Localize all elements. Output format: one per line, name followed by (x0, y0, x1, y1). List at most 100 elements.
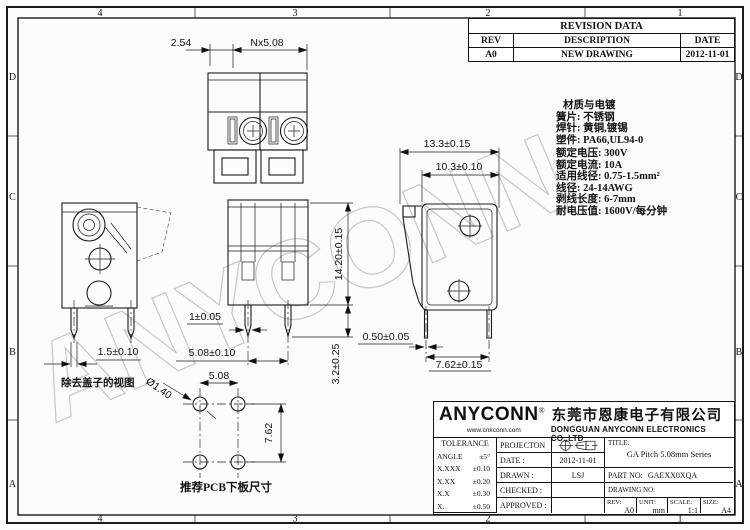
checked-value (552, 483, 605, 498)
zone-right-a: A (735, 479, 743, 490)
tolerance-xxxx-label: X.XXX (437, 464, 461, 474)
spec-line-wire-range: 适用线径: 0.75-1.5mm² (556, 171, 660, 182)
dimensions: 2.54 Nx5.08 13.3±0.15 10.3±0.10 14.20±0.… (44, 37, 500, 463)
zone-top-4: 4 (98, 8, 103, 19)
company-website: www.cnkconn.com (467, 427, 521, 434)
drawn-value: LSJ (552, 468, 605, 483)
revision-header-description: DESCRIPTION (514, 34, 681, 48)
projection-symbol-cell (552, 438, 605, 453)
revision-cell-rev: A0 (469, 48, 514, 61)
zone-left-a: A (9, 479, 17, 490)
dim-label-10-3: 10.3±0.10 (436, 161, 483, 173)
rev-cell: REV: A0 (605, 498, 637, 513)
drawing-no-cell: DRAWING NO: (605, 483, 733, 498)
part-no-label: PART NO: (608, 470, 643, 480)
zone-bottom-1: 1 (678, 514, 683, 525)
tolerance-xxxx-value: ±0.10 (472, 464, 490, 474)
revision-table-title: REVISION DATA (469, 19, 734, 34)
scale-label: SCALE: (670, 499, 693, 506)
dim-label-7-62-pins: 7.62±0.15 (436, 359, 483, 371)
zone-right-d: D (735, 72, 742, 83)
zone-left-c: C (9, 192, 16, 203)
zone-left-b: B (9, 347, 16, 358)
zone-top-1: 1 (678, 8, 683, 19)
spec-line-voltage: 额定电压: 300V (556, 148, 628, 159)
revision-header-rev: REV (469, 34, 514, 48)
spec-title: 材质与电镀 (563, 100, 616, 111)
zone-bottom-3: 3 (293, 514, 298, 525)
tolerance-xxx-label: X.XX (437, 476, 456, 486)
approved-label: APPROVED : (497, 498, 552, 513)
title-block-logo-row: ANYCONN® 东莞市恩康电子有限公司 www.cnkconn.com DON… (434, 402, 734, 443)
tolerance-xx-value: ±0.30 (472, 489, 490, 499)
zone-right-b: B (736, 347, 743, 358)
cover-removed-view-label: 除去盖子的视图 (61, 376, 135, 389)
title-value: GA Pitch 5.08mm Series (626, 449, 712, 459)
part-no-cell: PART NO: GAEXX0XQA (605, 468, 733, 483)
unit-value: mm (652, 506, 665, 513)
zone-bottom-2: 2 (486, 514, 491, 525)
dim-label-7-62-pcb: 7.62 (263, 423, 275, 444)
registered-mark: ® (538, 406, 545, 415)
tolerance-x-label: X. (437, 501, 445, 511)
spec-line-strip-length: 剥线长度: 6-7mm (556, 194, 636, 205)
approved-value (552, 498, 605, 513)
drawn-label: DRAWN : (497, 468, 552, 483)
view-front (227, 199, 309, 366)
view-right-side (402, 203, 498, 362)
zone-top-2: 2 (486, 8, 491, 19)
title-block: ANYCONN® 东莞市恩康电子有限公司 www.cnkconn.com DON… (433, 401, 735, 515)
zone-right-c: C (736, 192, 743, 203)
projection-symbol (558, 439, 598, 451)
title-label: TITLE: (608, 439, 630, 447)
tolerance-xxx-value: ±0.20 (472, 476, 490, 486)
revision-header-date: DATE (681, 34, 734, 48)
dim-label-14-20: 14.20±0.15 (333, 228, 345, 281)
dim-label-2-54: 2.54 (171, 37, 192, 49)
zone-left-d: D (9, 72, 16, 83)
view-left-cover-removed (61, 202, 172, 346)
spec-line-withstand: 耐电压值: 1600V/每分钟 (556, 205, 668, 217)
revision-cell-date: 2012-11-01 (685, 49, 730, 60)
size-cell: SIZE: A4 (701, 498, 733, 513)
checked-label: CHECKED : (497, 483, 552, 498)
dim-label-0-50: 0.50±0.05 (363, 331, 410, 343)
size-label: SIZE: (703, 499, 719, 506)
dim-label-13-3: 13.3±0.15 (424, 138, 471, 150)
dim-label-nx5-08: Nx5.08 (250, 37, 283, 49)
spec-line-current: 额定电流: 10A (556, 159, 623, 171)
dim-label-5-08-pcb: 5.08 (209, 370, 230, 382)
tolerance-cell: TOLERANCE ANGLE±5° X.XXX±0.10 X.XX±0.20 … (434, 438, 497, 513)
part-no-value: GAEXX0XQA (647, 470, 698, 480)
projection-label: PROJECTON (497, 438, 552, 453)
spec-line-pin: 焊针: 黄铜,镀锡 (556, 123, 628, 134)
scale-cell: SCALE: 1:1 (668, 498, 701, 513)
unit-label: UNIT: (639, 499, 657, 506)
watermark-text: ANYCONN (14, 110, 584, 446)
view-top (207, 72, 309, 184)
tolerance-x-value: ±0.50 (472, 501, 490, 511)
zone-bottom-4: 4 (98, 514, 103, 525)
spec-line-plastic: 塑件: PA66,UL94-0 (556, 134, 644, 146)
size-value: A4 (721, 506, 731, 513)
sheet-border (6, 6, 744, 524)
pcb-recommendation-label: 推荐PCB下板尺寸 (180, 480, 272, 494)
company-name-cn: 东莞市恩康电子有限公司 (551, 408, 723, 424)
dim-label-5-08-pins: 5.08±0.10 (189, 347, 236, 359)
revision-cell-description: NEW DRAWING (514, 48, 681, 61)
brand-logo: ANYCONN (439, 404, 539, 425)
date-value: 2012-11-01 (552, 453, 605, 468)
title-block-grid: TOLERANCE ANGLE±5° X.XXX±0.10 X.XX±0.20 … (434, 438, 734, 513)
dim-label-1-005: 1±0.05 (189, 311, 221, 323)
dim-label-1-5: 1.5±0.10 (98, 346, 139, 358)
spec-line-awg: 线径: 24-14AWG (556, 182, 633, 194)
zone-top-3: 3 (293, 8, 298, 19)
tolerance-angle-label: ANGLE (437, 451, 463, 461)
unit-cell: UNIT: mm (637, 498, 668, 513)
zone-markers: 4 3 2 1 4 3 2 1 D C B A D C B A (9, 8, 744, 525)
rev-label: REV: (607, 499, 622, 506)
scale-value: 1:1 (687, 506, 698, 513)
rev-unit-scale-size-row: REV: A0 UNIT: mm SCALE: 1:1 SIZE: A4 (605, 498, 733, 513)
